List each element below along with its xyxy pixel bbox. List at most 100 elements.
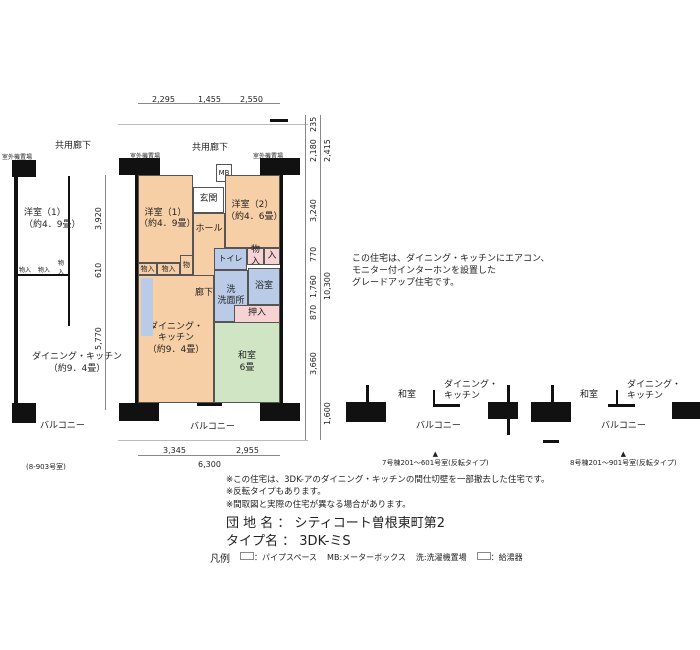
western-room-1: 洋室（1）（約4．9畳） xyxy=(138,175,196,263)
kitchen-counter xyxy=(141,278,153,336)
washitsu-label: 和室 xyxy=(580,390,599,400)
type-name: 3DK-ミS xyxy=(299,534,351,549)
estate-label: 団 地 名 ： xyxy=(226,516,291,531)
room-name: ダイニング・キッチン xyxy=(148,322,203,344)
legend-mb: MB:メーターボックス xyxy=(327,553,406,562)
dimension-label: 2,295 xyxy=(152,95,175,104)
wall xyxy=(531,402,571,422)
wall xyxy=(280,175,283,405)
legend-text: ：パイプスペース xyxy=(254,553,318,562)
room-name: 洋室（1） xyxy=(24,208,66,218)
dimension-label: 3,920 xyxy=(94,207,103,230)
estate-name: シティコート曽根東町第2 xyxy=(294,516,446,531)
wall xyxy=(197,403,222,406)
dimension-label: 2,415 xyxy=(323,139,332,162)
dimension-label: 2,180 xyxy=(309,139,318,162)
dimension-line xyxy=(305,115,306,440)
dimension-line xyxy=(320,115,321,440)
dimension-label: 3,660 xyxy=(309,352,318,375)
wall xyxy=(18,274,68,276)
remark-line: ※この住宅は、3DK-アのダイニング・キッチンの間仕切壁を一部撤去した住宅です。 xyxy=(226,475,550,485)
corridor-label: 共用廊下 xyxy=(192,143,229,153)
left-dk: ダイニング・キッチン（約9．4畳） xyxy=(32,352,122,375)
storage-label: 物入 xyxy=(38,267,51,274)
legend-pipe: ：パイプスペース xyxy=(240,552,317,563)
washroom: 洗洗面所 xyxy=(214,270,248,322)
room-size: （約9．4畳） xyxy=(48,363,106,374)
left-outdoor-unit-label: 室外機置場 xyxy=(2,154,33,161)
dk-label: ダイニング・キッチン xyxy=(444,380,499,401)
type-name-row: タイプ名 ： 3DK-ミS xyxy=(226,530,351,549)
balcony-label: バルコニー xyxy=(416,421,461,431)
dimension-label: 3,345 xyxy=(163,446,186,455)
wall xyxy=(543,440,559,443)
wall xyxy=(12,160,36,177)
dimension-label: 1,455 xyxy=(198,95,221,104)
room-size: （約4．9畳） xyxy=(139,219,196,229)
room-name: 和室 xyxy=(237,351,256,362)
storage: 入 xyxy=(264,248,280,265)
triangle-marker-icon: ▲ xyxy=(432,450,439,458)
wall xyxy=(507,385,510,435)
legend-text: ：給湯器 xyxy=(490,553,523,562)
toilet: トイレ xyxy=(214,248,247,270)
dimension-label: 5,770 xyxy=(94,327,103,350)
wall xyxy=(135,175,138,405)
caption-text: 7号棟201～601号室(反転タイプ) xyxy=(382,459,489,467)
wall xyxy=(672,402,700,419)
wall xyxy=(551,385,554,403)
wall xyxy=(270,119,288,122)
entrance: 玄関 xyxy=(193,187,224,213)
closet: 押入 xyxy=(234,305,280,323)
dimension-line xyxy=(138,455,280,456)
triangle-marker-icon: ▲ xyxy=(620,450,627,458)
wall xyxy=(119,158,160,175)
legend: 凡例 ：パイプスペース MB:メーターボックス 洗:洗濯機置場 ：給湯器 xyxy=(210,550,523,565)
dimension-label: 6,300 xyxy=(198,460,221,469)
washroom-label: 洗面所 xyxy=(217,296,245,306)
dimension-label: 10,300 xyxy=(323,272,332,300)
wall xyxy=(14,160,18,410)
dimension-label: 610 xyxy=(94,262,103,278)
washer-label: 洗 xyxy=(226,284,236,295)
variant-caption: ▲7号棟201～601号室(反転タイプ) xyxy=(382,450,489,468)
room-size: （約9．4畳） xyxy=(147,344,205,355)
dimension-label: 2,955 xyxy=(236,446,259,455)
remarks: ※この住宅は、3DK-アのダイニング・キッチンの間仕切壁を一部撤去した住宅です。… xyxy=(226,474,549,511)
remark-line: ※間取図と実際の住宅が異なる場合があります。 xyxy=(226,499,411,510)
legend-washer: 洗:洗濯機置場 xyxy=(415,553,467,562)
storage: 物入 xyxy=(247,245,264,267)
wall xyxy=(608,404,635,407)
wall xyxy=(119,403,159,421)
wall xyxy=(346,402,386,422)
outdoor-unit-label: 室外機置場 xyxy=(253,153,284,160)
note-line: グレードアップ住宅です。 xyxy=(352,278,460,289)
storage-label: 物入 xyxy=(58,260,65,276)
water-heater-icon xyxy=(476,552,491,560)
variant-caption: ▲8号棟201～901号室(反転タイプ) xyxy=(570,450,677,468)
note-line: この住宅は、ダイニング・キッチンにエアコン、 xyxy=(352,254,550,264)
wall xyxy=(68,176,70,326)
room-name: 洋室（1） xyxy=(144,207,187,218)
legend-heater: ：給湯器 xyxy=(476,552,523,563)
storage: 物 xyxy=(180,255,193,275)
wall xyxy=(433,390,435,405)
hallway-label: 廊下 xyxy=(195,288,214,298)
type-label: タイプ名 ： xyxy=(226,534,296,549)
dimension-label: 870 xyxy=(309,304,318,320)
dimension-label: 2,550 xyxy=(240,95,263,104)
legend-title: 凡例 xyxy=(210,554,230,565)
left-corridor-label: 共用廊下 xyxy=(55,141,92,151)
balcony-edge xyxy=(118,440,308,441)
outdoor-unit-label: 室外機置場 xyxy=(130,153,161,160)
dk-label: ダイニング・キッチン xyxy=(627,380,682,401)
wall xyxy=(12,403,36,423)
dimension-label: 3,240 xyxy=(309,199,318,222)
washitsu-label: 和室 xyxy=(398,390,417,400)
storage: 物入 xyxy=(138,263,157,275)
wall xyxy=(260,158,300,175)
pipe-space-icon xyxy=(240,552,254,560)
room-size: 6畳 xyxy=(239,362,255,373)
wall xyxy=(433,404,460,407)
storage-label: 物入 xyxy=(19,267,32,274)
